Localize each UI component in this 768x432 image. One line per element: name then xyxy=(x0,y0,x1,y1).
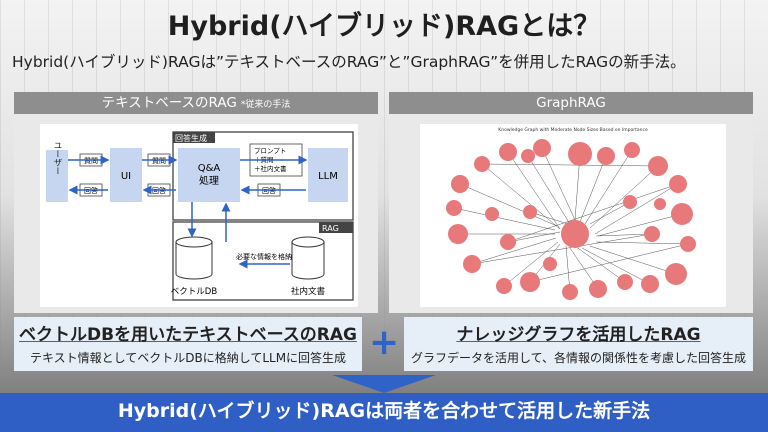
right-summary-sub: グラフデータを活用して、各情報の関係性を考慮した回答生成 xyxy=(410,351,747,365)
left-panel-title: テキストベースのRAG xyxy=(101,95,237,111)
left-panel-header: テキストベースのRAG*従来の手法 xyxy=(14,92,378,114)
answer-generation-label: 回答生成 xyxy=(175,133,207,143)
prompt-line-3: ＋社内文書 xyxy=(254,164,287,173)
down-arrow-icon xyxy=(332,375,436,393)
left-panel-note: *従来の手法 xyxy=(240,100,291,110)
page-title: Hybrid(ハイブリッド)RAGとは？ xyxy=(167,11,601,42)
answer-generation-frame xyxy=(172,131,354,221)
left-summary-sub: テキスト情報としてベクトルDBに格納してLLMに回答生成 xyxy=(29,351,347,365)
page-subtitle: Hybrid(ハイブリッド)RAGは”テキストベースのRAG”と”GraphRA… xyxy=(12,53,686,71)
knowledge-graph: Knowledge Graph with Moderate Node Sizes… xyxy=(420,124,726,307)
plus-icon: + xyxy=(369,322,400,363)
rag-diagram-svg: 回答生成 RAG ユーザー 質問 回答 UI 質問 回答 Q&A 処理 xyxy=(46,131,354,301)
left-summary-box: ベクトルDBを用いたテキストベースのRAG テキスト情報としてベクトルDBに格納… xyxy=(14,317,362,371)
user-label: ユーザー xyxy=(52,141,62,175)
knowledge-graph-svg: Knowledge Graph with Moderate Node Sizes… xyxy=(446,127,696,300)
right-summary-title: ナレッジグラフを活用したRAG xyxy=(456,325,701,345)
graph-edges xyxy=(453,147,689,293)
ui-label: UI xyxy=(121,171,131,182)
qa-processing-node xyxy=(178,148,240,202)
internal-docs-icon xyxy=(291,236,325,280)
rag-diagram: 回答生成 RAG ユーザー 質問 回答 UI 質問 回答 Q&A 処理 xyxy=(40,124,358,307)
vector-db-label: ベクトルDB xyxy=(171,287,218,297)
graph-nodes xyxy=(446,139,696,300)
qa-processing-label-1: Q&A xyxy=(198,163,221,174)
llm-node xyxy=(308,148,348,202)
qa-processing-label-2: 処理 xyxy=(199,174,219,187)
rag-label: RAG xyxy=(322,224,339,233)
right-panel-title: GraphRAG xyxy=(536,95,606,111)
ui-node xyxy=(110,148,142,202)
right-summary-box: ナレッジグラフを活用したRAG グラフデータを活用して、各情報の関係性を考慮した… xyxy=(404,317,753,371)
graph-title: Knowledge Graph with Moderate Node Sizes… xyxy=(498,127,648,133)
prompt-line-1: プロンプト xyxy=(254,147,286,155)
left-summary-title: ベクトルDBを用いたテキストベースのRAG xyxy=(19,325,357,345)
right-panel-header: GraphRAG xyxy=(389,92,753,114)
rag-frame xyxy=(172,221,354,301)
vector-db-icon xyxy=(175,236,213,280)
llm-label: LLM xyxy=(318,171,338,182)
store-needed-label: 必要な情報を格納 xyxy=(236,252,292,261)
conclusion-banner: Hybrid(ハイブリッド)RAGは両者を合わせて活用した新手法 xyxy=(0,393,768,432)
internal-docs-label: 社内文書 xyxy=(291,286,326,297)
user-node xyxy=(46,150,68,202)
